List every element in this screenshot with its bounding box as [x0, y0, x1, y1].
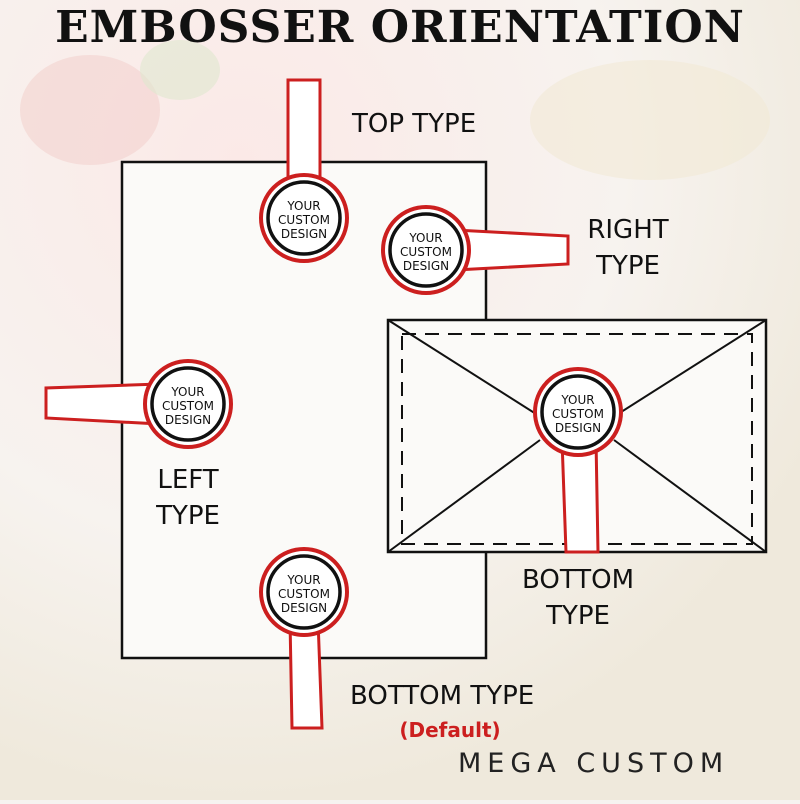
seal-text-line1: YOUR — [408, 231, 442, 245]
background-blur — [530, 60, 770, 180]
brand-name: MEGA CUSTOM — [458, 748, 730, 779]
seal-text-line3: DESIGN — [281, 601, 327, 615]
label-left-line2: TYPE — [156, 501, 220, 531]
label-bottom-type: BOTTOM TYPE — [350, 681, 535, 711]
seal-right-type: YOUR CUSTOM DESIGN — [381, 205, 570, 295]
label-left-line1: LEFT — [157, 465, 219, 495]
label-left-type: LEFT TYPE — [138, 462, 238, 534]
label-envelope-bottom-type: BOTTOM TYPE — [508, 562, 648, 634]
seal-text-line1: YOUR — [286, 199, 320, 213]
label-envelope-bottom-line1: BOTTOM — [521, 565, 635, 595]
label-right-type: RIGHT TYPE — [578, 212, 678, 284]
seal-text-line1: YOUR — [286, 573, 320, 587]
seal-text-line3: DESIGN — [281, 227, 327, 241]
label-right-line1: RIGHT — [587, 215, 669, 245]
seal-text-line1: YOUR — [560, 393, 594, 407]
seal-bottom-type: YOUR CUSTOM DESIGN — [259, 547, 349, 730]
seal-text-line3: DESIGN — [165, 413, 211, 427]
background-leaf — [140, 40, 220, 100]
label-top-type: TOP TYPE — [352, 109, 477, 139]
seal-text-line2: CUSTOM — [400, 245, 452, 259]
seal-text-line2: CUSTOM — [162, 399, 214, 413]
background-flower — [20, 55, 160, 165]
seal-text-line3: DESIGN — [403, 259, 449, 273]
label-envelope-bottom-line2: TYPE — [546, 601, 610, 631]
seal-text-line2: CUSTOM — [278, 213, 330, 227]
seal-text-line2: CUSTOM — [552, 407, 604, 421]
seal-envelope-bottom-type: YOUR CUSTOM DESIGN — [533, 367, 623, 554]
seal-text-line3: DESIGN — [555, 421, 601, 435]
seal-text-line1: YOUR — [170, 385, 204, 399]
seal-left-type: YOUR CUSTOM DESIGN — [44, 359, 233, 449]
seal-text-line2: CUSTOM — [278, 587, 330, 601]
label-right-line2: TYPE — [596, 251, 660, 281]
seal-top-type: YOUR CUSTOM DESIGN — [259, 78, 349, 263]
label-default-note: (Default) — [399, 718, 501, 742]
page-title: EMBOSSER ORIENTATION — [55, 2, 745, 53]
